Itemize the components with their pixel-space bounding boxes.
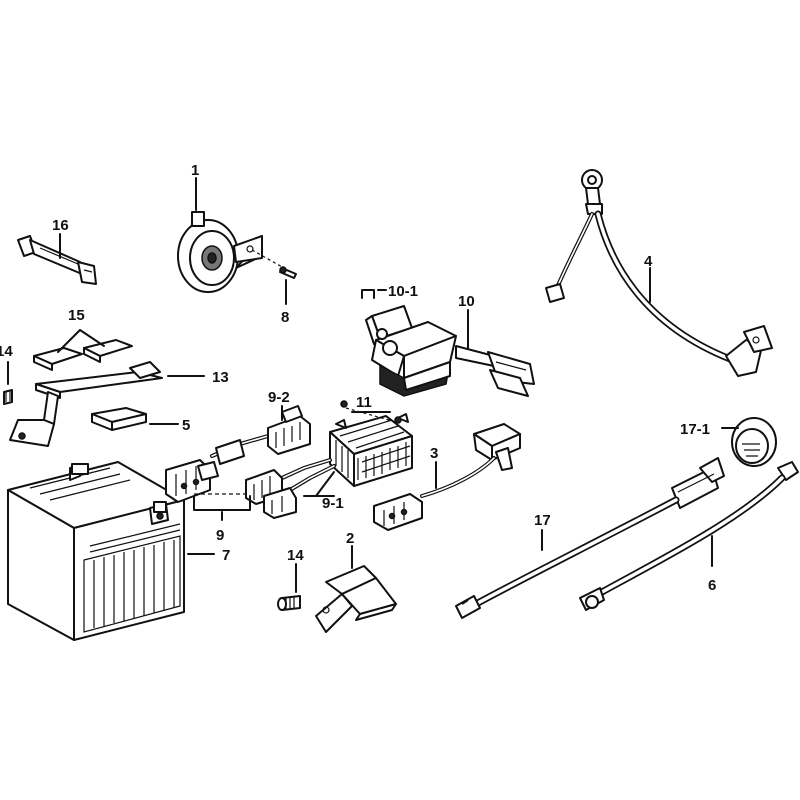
callout-17: 17 [534,512,551,529]
battery-cable [579,461,799,611]
callout-6: 6 [708,577,716,594]
battery-strap [17,235,97,285]
callout-1: 1 [191,162,199,179]
callout-17-1: 17-1 [680,421,710,438]
battery-bracket [9,361,163,447]
fuse-wire [455,457,725,619]
relay-clip-icon [361,289,375,299]
regulator-screws [340,400,402,424]
battery-vent-ribs [93,540,175,628]
callout-3: 3 [430,445,438,462]
callout-8: 8 [281,309,289,326]
rubber-pads [33,339,133,371]
fuse-cap [731,417,777,467]
horn-bolt [251,249,297,279]
callout-9: 9 [216,527,224,544]
starter-relay [365,305,535,397]
callout-14-left: 14 [0,343,13,360]
bolt-bottom [277,595,301,611]
callout-10: 10 [458,293,475,310]
regulator-rectifier [329,413,413,487]
callout-5: 5 [182,417,190,434]
callout-9-2: 9-2 [268,389,290,406]
callout-14-bottom: 14 [287,547,304,564]
callout-13: 13 [212,369,229,386]
bracket-stay [315,565,397,633]
screw-left [3,389,13,405]
horn [177,211,263,293]
callout-11: 11 [356,394,372,411]
callout-10-1: 10-1 [388,283,418,300]
adapter-connector [373,423,521,531]
callout-9-1: 9-1 [322,495,344,512]
callout-4: 4 [644,253,653,270]
pad [91,407,147,431]
sub-harness [165,405,336,519]
callout-15: 15 [68,307,85,324]
ground-cable [545,169,773,377]
callout-2: 2 [346,530,354,547]
battery [7,461,185,641]
callout-16: 16 [52,217,69,234]
callout-7: 7 [222,547,230,564]
